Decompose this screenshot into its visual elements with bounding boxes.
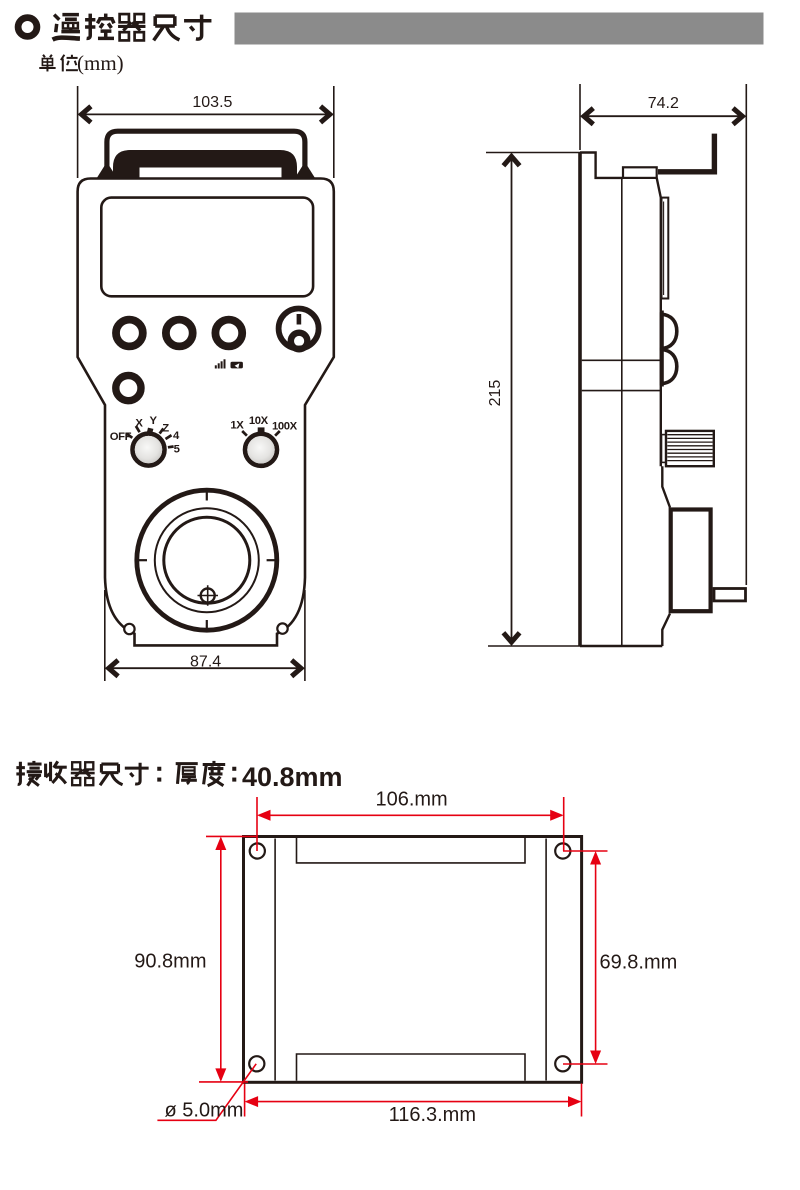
- svg-text:5: 5: [174, 444, 180, 456]
- svg-text:X: X: [135, 418, 143, 430]
- svg-text:103.5: 103.5: [192, 94, 232, 111]
- svg-text:69.8.mm: 69.8.mm: [600, 952, 678, 974]
- svg-text:1X: 1X: [230, 420, 244, 432]
- svg-text:4: 4: [173, 430, 180, 442]
- svg-text:74.2: 74.2: [648, 95, 679, 112]
- svg-text:OFF: OFF: [110, 431, 132, 443]
- svg-text:106.mm: 106.mm: [375, 789, 447, 811]
- svg-text:Z: Z: [162, 423, 169, 435]
- svg-text:215: 215: [487, 380, 504, 407]
- svg-text:ø 5.0mm: ø 5.0mm: [165, 1100, 244, 1122]
- svg-text:90.8mm: 90.8mm: [134, 951, 206, 973]
- svg-text:100X: 100X: [272, 421, 298, 433]
- svg-text:40.8mm: 40.8mm: [242, 762, 343, 792]
- svg-text:116.3.mm: 116.3.mm: [389, 1104, 476, 1126]
- svg-text:10X: 10X: [249, 415, 269, 427]
- svg-text:(mm): (mm): [77, 51, 124, 75]
- svg-text:Y: Y: [150, 415, 158, 427]
- svg-text:87.4: 87.4: [190, 653, 221, 670]
